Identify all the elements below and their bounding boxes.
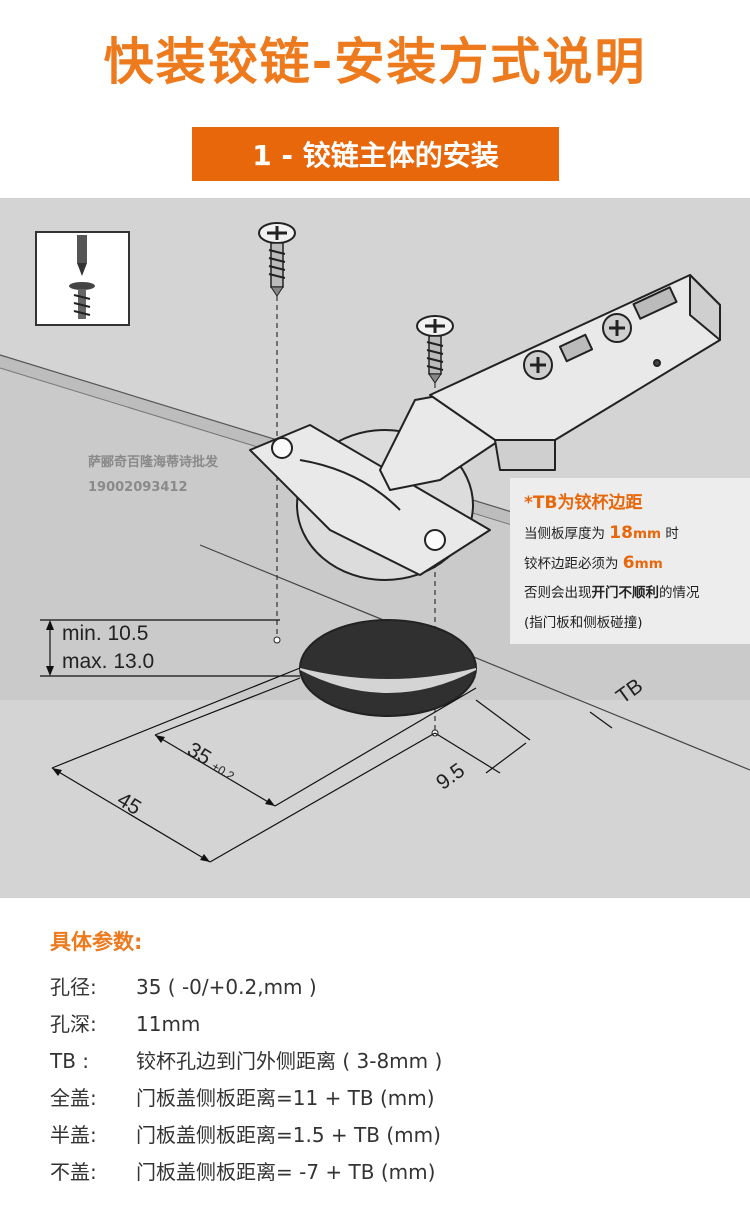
param-row: 孔径: 35 ( -0/+0.2,mm ) [50, 971, 317, 1000]
note-unit: mm [632, 526, 662, 542]
tb-note-box: *TB为铰杯边距 当侧板厚度为 18mm 时 铰杯边距必须为 6mm 否则会出现… [510, 478, 750, 644]
tb-note-line2: 铰杯边距必须为 6mm [524, 552, 663, 573]
screwdriver-icon [35, 231, 130, 326]
note-text: 当侧板厚度为 [524, 526, 610, 542]
param-value: 11mm [136, 1012, 201, 1036]
param-row: 不盖: 门板盖侧板距离= -7 + TB (mm) [50, 1156, 435, 1185]
dim-max: max. 13.0 [62, 650, 155, 673]
param-key: 孔径: [50, 975, 97, 999]
param-row: 全盖: 门板盖侧板距离=11 + TB (mm) [50, 1082, 435, 1111]
hinge-body [249, 274, 721, 581]
tb-note-title: *TB为铰杯边距 [524, 493, 643, 513]
param-row: 孔深: 11mm [50, 1008, 200, 1037]
note-text: 铰杯边距必须为 [524, 556, 623, 572]
screw-icon [258, 222, 296, 297]
param-row: TB : 铰杯孔边到门外侧距离 ( 3-8mm ) [50, 1045, 442, 1074]
params-heading: 具体参数: [50, 930, 143, 954]
watermark-line1: 萨郦奇百隆海蒂诗批发 [88, 455, 219, 470]
param-key: TB : [50, 1049, 90, 1073]
tb-note-line3: 否则会出现开门不顺利的情况 [524, 581, 700, 601]
note-text: 否则会出现 [524, 585, 592, 601]
screw-icon [416, 315, 454, 384]
note-text: 时 [661, 526, 679, 542]
param-row: 半盖: 门板盖侧板距离=1.5 + TB (mm) [50, 1119, 441, 1148]
note-highlight: 18 [609, 523, 633, 543]
tb-note-line4: (指门板和侧板碰撞) [524, 615, 643, 631]
param-key: 半盖: [50, 1123, 97, 1147]
param-value: 门板盖侧板距离= -7 + TB (mm) [136, 1160, 436, 1184]
note-bold: 开门不顺利 [591, 585, 660, 601]
param-key: 不盖: [50, 1160, 97, 1184]
page-title: 快装铰链-安装方式说明 [103, 33, 647, 91]
dim-min: min. 10.5 [62, 622, 149, 645]
section-banner: 1 - 铰链主体的安装 [192, 127, 559, 181]
note-unit: mm [634, 556, 663, 572]
dimension-arrows [46, 620, 275, 862]
watermark: 萨郦奇百隆海蒂诗批发 19002093412 [88, 450, 218, 500]
param-key: 全盖: [50, 1086, 97, 1110]
param-key: 孔深: [50, 1012, 97, 1036]
bore-hole [299, 619, 477, 717]
param-value: 门板盖侧板距离=11 + TB (mm) [136, 1086, 435, 1110]
dimension-lines [40, 619, 613, 863]
note-text: 的情况 [659, 585, 700, 601]
tb-note-line1: 当侧板厚度为 18mm 时 [524, 522, 679, 543]
note-highlight: 6 [622, 553, 635, 573]
watermark-line2: 19002093412 [88, 480, 188, 495]
param-value: 铰杯孔边到门外侧距离 ( 3-8mm ) [136, 1049, 443, 1073]
param-value: 35 ( -0/+0.2,mm ) [136, 975, 317, 999]
param-value: 门板盖侧板距离=1.5 + TB (mm) [136, 1123, 441, 1147]
